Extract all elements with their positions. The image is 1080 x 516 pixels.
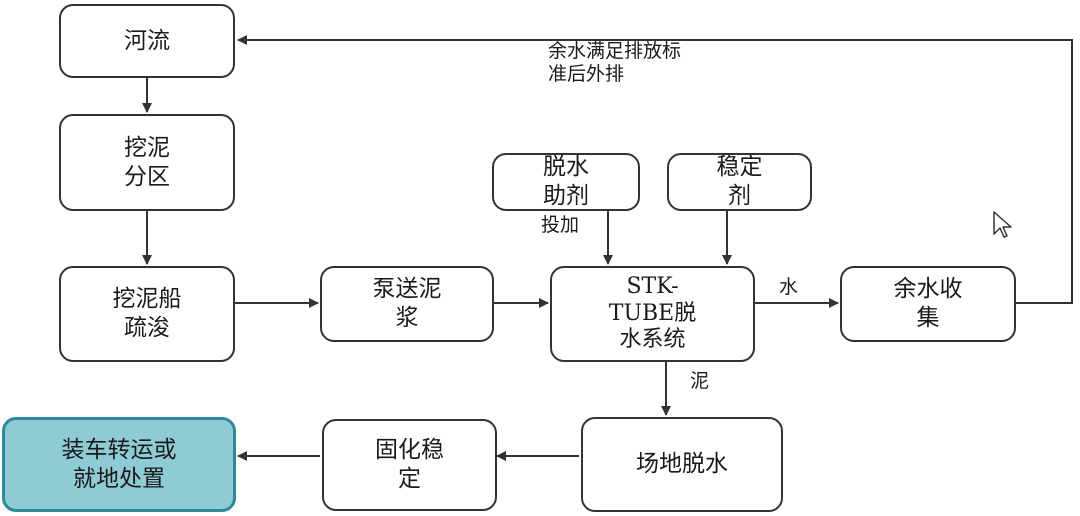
node-site-dewater: 场地脱水 — [581, 417, 783, 512]
label-discharge: 余水满足排放标 准后外排 — [548, 40, 682, 85]
node-pump-slurry: 泵送泥 浆 — [320, 266, 494, 342]
label-mud: 泥 — [690, 370, 710, 392]
node-dewater-aid: 脱水 助剂 — [492, 153, 640, 211]
node-dredger: 挖泥船 疏浚 — [59, 266, 235, 362]
label-water: 水 — [779, 276, 799, 298]
node-dredge-zoning: 挖泥 分区 — [59, 114, 235, 211]
node-residual-water: 余水收 集 — [840, 266, 1016, 342]
node-stabilizer: 稳定 剂 — [667, 153, 812, 211]
node-stk-tube: STK- TUBE脱 水系统 — [550, 266, 755, 362]
arrow-residual-to-river — [237, 35, 1073, 304]
label-dosing: 投加 — [541, 214, 580, 236]
node-transport: 装车转运或 就地处置 — [2, 417, 236, 512]
node-river: 河流 — [59, 4, 235, 78]
mouse-cursor-icon — [993, 211, 1012, 238]
node-solidify: 固化稳 定 — [322, 419, 497, 511]
